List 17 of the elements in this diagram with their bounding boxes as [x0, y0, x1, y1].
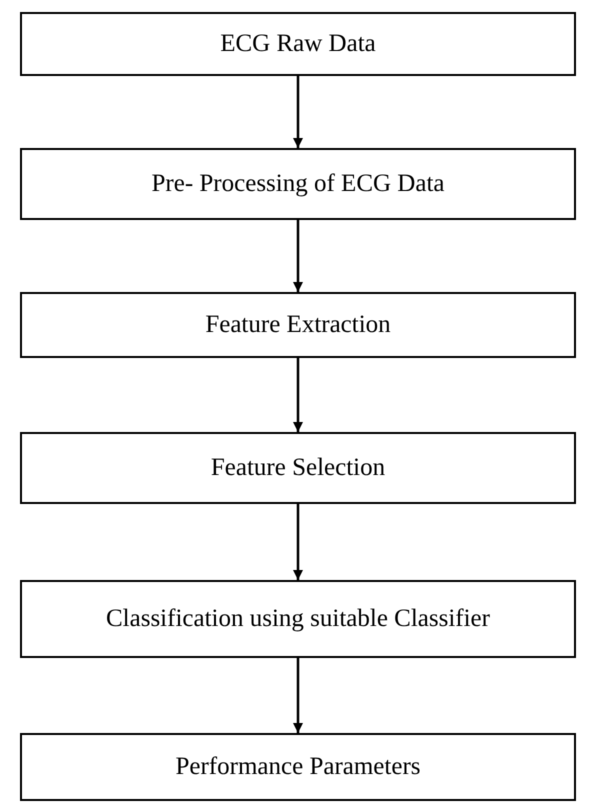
box-label: Feature Extraction	[205, 310, 391, 340]
arrow	[293, 220, 303, 292]
process-box	[20, 12, 576, 76]
process-box	[20, 292, 576, 358]
process-box	[20, 733, 576, 801]
arrow	[293, 76, 303, 148]
box-label: Pre- Processing of ECG Data	[152, 169, 444, 199]
box-label: ECG Raw Data	[220, 29, 376, 59]
arrow	[293, 504, 303, 580]
process-box	[20, 580, 576, 658]
process-box	[20, 148, 576, 220]
process-box	[20, 432, 576, 504]
arrow	[293, 358, 303, 432]
box-label: Performance Parameters	[175, 752, 421, 782]
box-label: Feature Selection	[210, 453, 386, 483]
box-label: Classification using suitable Classifier	[106, 604, 490, 634]
arrow	[293, 658, 303, 733]
